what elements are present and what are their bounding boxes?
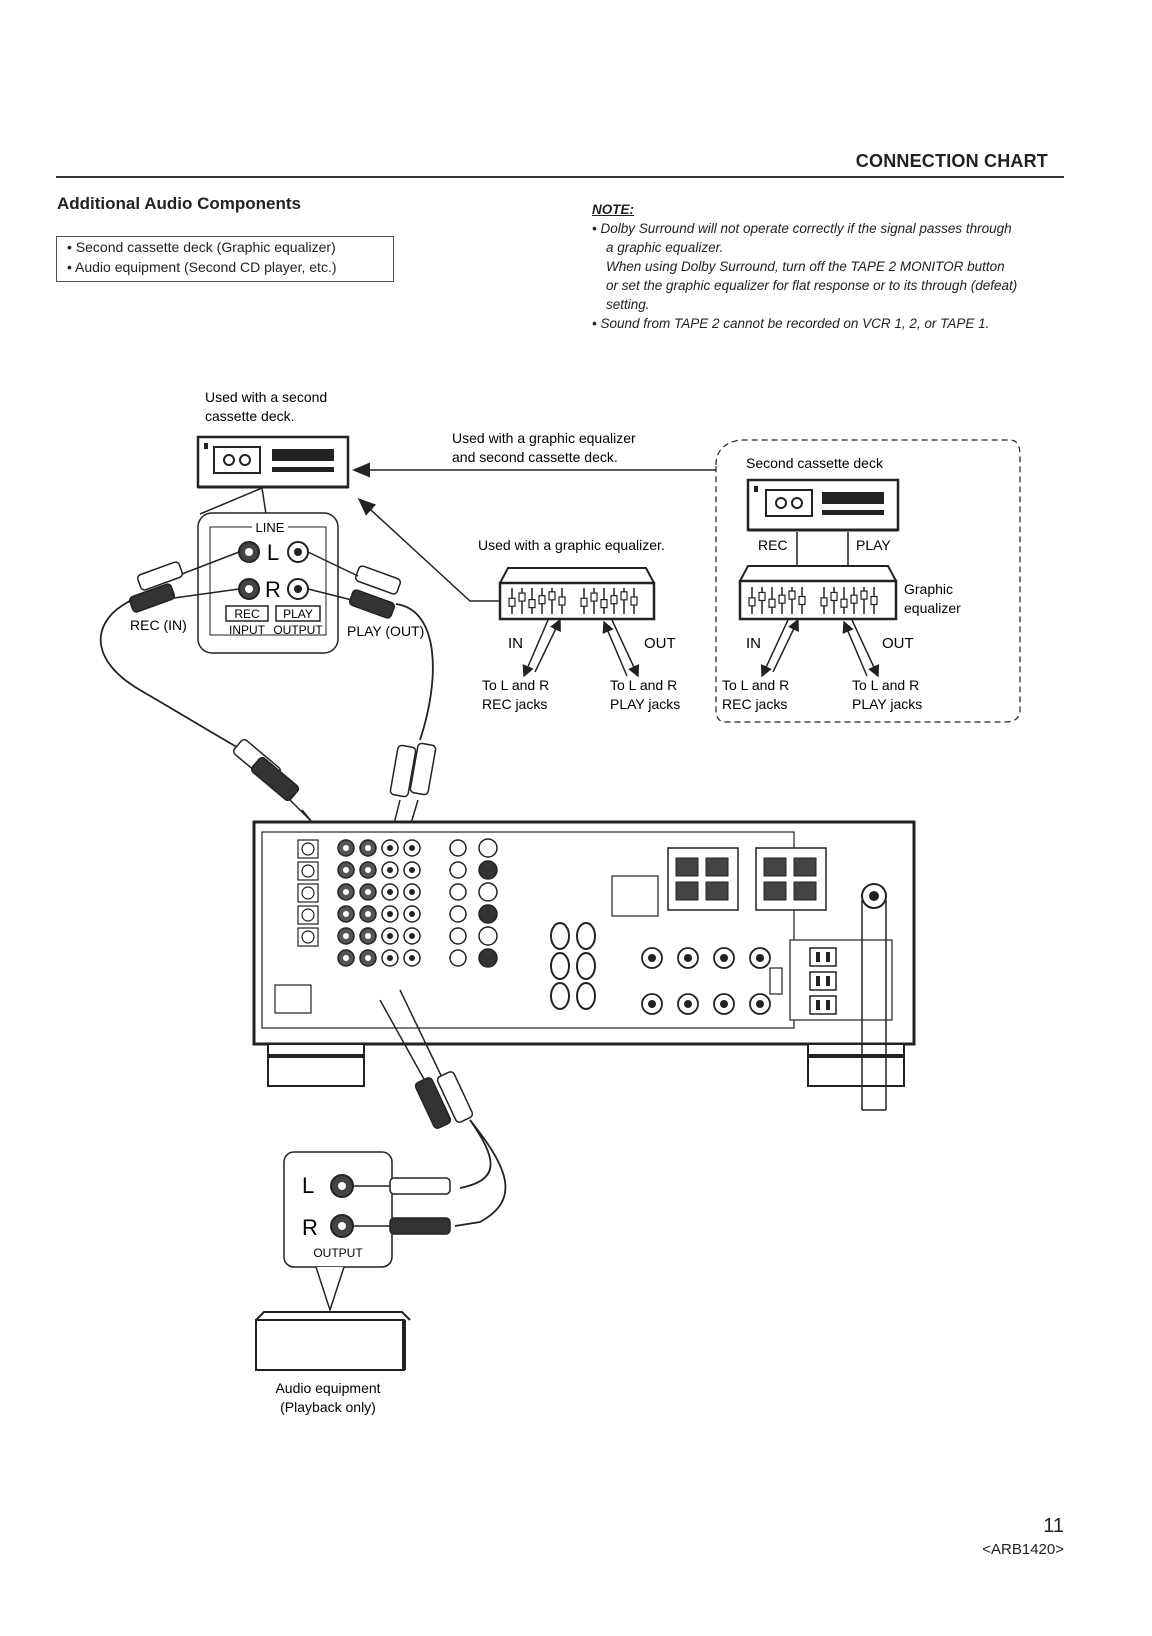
label-used-with-second-deck: Used with a second <box>205 389 327 405</box>
eq-in-label: IN <box>508 635 523 652</box>
label-used-with-eq-and-deck: Used with a graphic equalizer <box>452 430 636 446</box>
output-l-label: L <box>302 1173 314 1198</box>
cd-output-label: OUTPUT <box>313 1246 363 1260</box>
jack-r-label: R <box>265 577 281 602</box>
to-play-jacks: PLAY jacks <box>610 696 680 712</box>
audio-equipment-icon <box>255 1311 411 1371</box>
jack-l-label: L <box>267 540 279 565</box>
to-rec-jacks: REC jacks <box>722 696 787 712</box>
to-play-jacks: PLAY jacks <box>852 696 922 712</box>
output-label: OUTPUT <box>273 623 323 637</box>
note-line: • Dolby Surround will not operate correc… <box>592 221 1012 236</box>
receiver-rear-panel <box>252 820 916 1111</box>
note-line: setting. <box>606 297 650 312</box>
to-rec-jacks: To L and R <box>482 677 549 693</box>
to-play-jacks: To L and R <box>852 677 919 693</box>
eq2-in-label: IN <box>746 635 761 652</box>
page-header-title: CONNECTION CHART <box>855 151 1048 171</box>
note-block: NOTE: • Dolby Surround will not operate … <box>592 200 1072 333</box>
graphic-equalizer-icon <box>498 567 656 621</box>
page-number: 11 <box>1043 1515 1064 1537</box>
to-play-jacks: To L and R <box>610 677 677 693</box>
rec-in-label: REC (IN) <box>130 617 187 633</box>
header-rule <box>56 176 1064 178</box>
second-deck-rec-label: REC <box>758 537 788 553</box>
label-used-with-eq-and-deck: and second cassette deck. <box>452 449 618 465</box>
label-used-with-eq: Used with a graphic equalizer. <box>478 537 665 553</box>
rca-plugs <box>128 561 402 619</box>
eq-out-label: OUT <box>644 635 676 652</box>
to-rec-jacks: REC jacks <box>482 696 547 712</box>
cassette-deck-icon <box>196 435 350 489</box>
audio-equipment-label: Audio equipment <box>275 1380 380 1396</box>
document-code: <ARB1420> <box>982 1541 1064 1558</box>
equalizer-sliders <box>748 587 878 614</box>
component-list-item: • Audio equipment (Second CD player, etc… <box>67 259 337 275</box>
second-deck-label: Second cassette deck <box>746 455 884 471</box>
graphic-equalizer-label: equalizer <box>904 600 961 616</box>
rec-label: REC <box>234 607 260 621</box>
note-line: • Sound from TAPE 2 cannot be recorded o… <box>592 316 990 331</box>
second-cassette-deck-icon <box>746 478 900 532</box>
output-r-label: R <box>302 1215 318 1240</box>
equalizer-sliders <box>508 588 638 614</box>
component-list-box: • Second cassette deck (Graphic equalize… <box>56 236 394 282</box>
play-label: PLAY <box>283 607 313 621</box>
audio-equipment-label: (Playback only) <box>280 1399 376 1415</box>
second-graphic-equalizer-icon <box>738 565 898 621</box>
input-label: INPUT <box>229 623 266 637</box>
play-out-label: PLAY (OUT) <box>347 623 424 639</box>
graphic-equalizer-label: Graphic <box>904 581 953 597</box>
eq2-out-label: OUT <box>882 635 914 652</box>
section-title: Additional Audio Components <box>57 194 301 213</box>
to-rec-jacks: To L and R <box>722 677 789 693</box>
note-heading: NOTE: <box>592 202 634 217</box>
label-used-with-second-deck: cassette deck. <box>205 408 295 424</box>
audio-equipment-output-panel: L R OUTPUT <box>283 1151 393 1268</box>
dashed-group-box <box>715 439 1021 723</box>
component-list-item: • Second cassette deck (Graphic equalize… <box>67 239 336 255</box>
line-label: LINE <box>256 520 285 535</box>
note-line: When using Dolby Surround, turn off the … <box>606 259 1005 274</box>
line-jack-panel: LINE L R REC PLAY INPUT OUTPUT <box>197 512 339 654</box>
second-deck-play-label: PLAY <box>856 537 891 553</box>
note-line: a graphic equalizer. <box>606 240 724 255</box>
note-line: or set the graphic equalizer for flat re… <box>606 278 1018 293</box>
